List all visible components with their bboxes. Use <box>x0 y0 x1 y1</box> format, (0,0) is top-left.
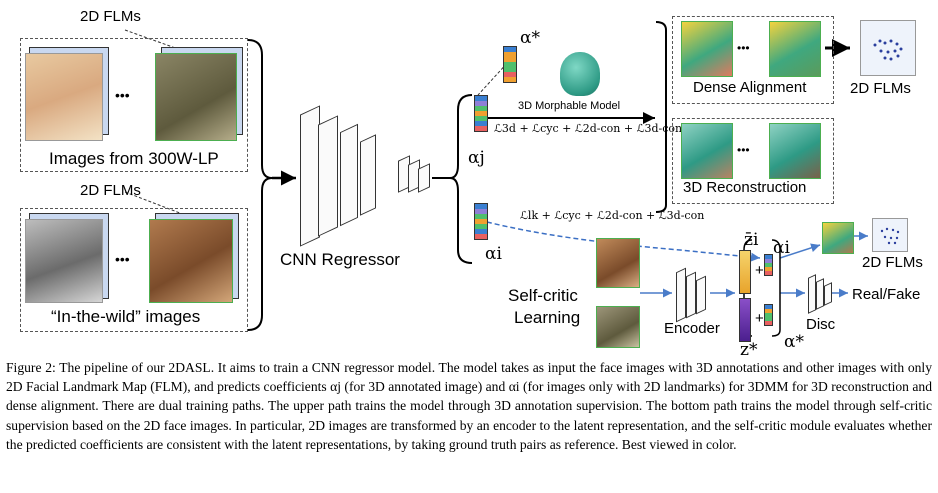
alpha-i-right-vector <box>764 254 773 276</box>
ellipsis: ••• <box>737 143 750 157</box>
figure: 2D FLMs ••• Images from 300W-LP 2D FLMs … <box>20 8 923 360</box>
flm-label-top: 2D FLMs <box>80 8 141 25</box>
flm-output-top <box>860 20 916 76</box>
output-bracket <box>449 94 473 264</box>
face-image <box>596 238 640 288</box>
flm-output-top-label: 2D FLMs <box>850 80 911 97</box>
disc-label: Disc <box>806 316 836 333</box>
loss-top: ℒ3d + ℒcyc + ℒ2d-con + ℒ3d-con <box>494 122 683 135</box>
ellipsis: ••• <box>115 87 130 103</box>
figure-connectors <box>124 21 868 337</box>
plus-top: + <box>755 262 764 279</box>
face-image <box>25 53 103 141</box>
box-title-300w: Images from 300W-LP <box>49 149 219 168</box>
morphable-head <box>560 52 600 96</box>
face-image <box>25 219 103 303</box>
reconstruction-label: 3D Reconstruction <box>683 179 807 196</box>
self-critic-line2: Learning <box>514 308 581 327</box>
face-image-flm <box>155 53 237 141</box>
dense-alignment-label: Dense Alignment <box>693 79 807 96</box>
input-box-wild: ••• “In-the-wild” images <box>20 208 248 332</box>
face-image <box>822 222 854 254</box>
alpha-j-label: αj <box>468 148 485 168</box>
alpha-star-label: α* <box>520 28 540 48</box>
z-star-vector <box>739 298 751 342</box>
input-box-300w: ••• Images from 300W-LP <box>20 38 248 172</box>
cnn-regressor <box>300 90 440 250</box>
flm-label-bottom: 2D FLMs <box>80 182 141 199</box>
box-title-wild: “In-the-wild” images <box>51 307 201 326</box>
lower-dashed-path <box>486 221 761 262</box>
flm-output-bottom <box>872 218 908 252</box>
reconstruction-box: ••• 3D Reconstruction <box>672 118 834 204</box>
encoder <box>676 267 712 323</box>
face-image <box>681 21 733 77</box>
flm-output-bottom-label: 2D FLMs <box>862 254 923 271</box>
input-bracket <box>247 39 273 331</box>
alpha-j-vector <box>474 95 488 132</box>
dense-alignment-box: ••• Dense Alignment <box>672 16 834 104</box>
self-critic-line1: Self-critic <box>508 286 578 305</box>
ellipsis: ••• <box>115 251 130 267</box>
regressor-label: CNN Regressor <box>280 250 400 269</box>
discriminator <box>808 274 832 314</box>
alpha-star-right-label: α* <box>784 332 804 352</box>
alpha-i-vector <box>474 203 488 240</box>
figure-caption: Figure 2: The pipeline of our 2DASL. It … <box>6 358 932 454</box>
z-bar-vector <box>739 250 751 294</box>
alpha-star-vector <box>503 46 517 83</box>
real-fake-label: Real/Fake <box>852 286 921 303</box>
loss-bottom: ℒlk + ℒcyc + ℒ2d-con + ℒ3d-con <box>520 209 705 222</box>
face-image <box>681 123 733 179</box>
caption-text: Figure 2: The pipeline of our 2DASL. It … <box>6 360 932 452</box>
face-image <box>596 306 640 348</box>
encoder-label: Encoder <box>664 320 720 337</box>
alpha-i-right-label: αi <box>773 238 790 258</box>
face-image-flm <box>149 219 233 303</box>
face-image <box>769 123 821 179</box>
alpha-star-right-vector <box>764 304 773 326</box>
ellipsis: ••• <box>737 41 750 55</box>
morphable-model-label: 3D Morphable Model <box>518 100 621 112</box>
z-bar-label: z̄i <box>744 230 759 250</box>
plus-bottom: + <box>755 310 764 327</box>
z-star-label: z* <box>740 340 758 360</box>
alpha-i-label: αi <box>485 244 502 264</box>
face-image <box>769 21 821 77</box>
